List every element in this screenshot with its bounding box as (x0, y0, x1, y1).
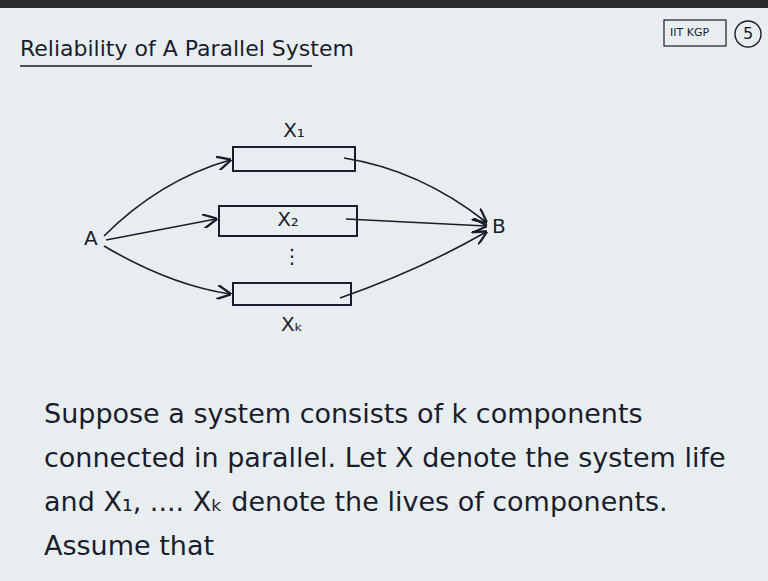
output-arrow (346, 219, 486, 226)
output-arrow (340, 232, 486, 298)
component-label: X₂ (220, 207, 356, 231)
component-box: X₁ (232, 146, 356, 172)
input-arrow (104, 246, 230, 294)
stamp-frame (664, 20, 726, 46)
title-underline (20, 65, 312, 67)
ellipsis-mark: ⋮ (282, 244, 302, 268)
component-box: X₂ (218, 205, 358, 237)
component-label: Xₖ (234, 312, 350, 336)
point-label: B (492, 214, 506, 238)
input-arrow (106, 219, 216, 240)
lecture-note: Suppose a system consists of k component… (44, 392, 744, 568)
input-arrow (104, 160, 230, 236)
output-arrow (344, 158, 486, 222)
point-label: A (84, 226, 98, 250)
slide-title: Reliability of A Parallel System (20, 36, 354, 61)
page-number: 5 (743, 24, 753, 43)
component-label: X₁ (234, 118, 354, 142)
institute-stamp: IIT KGP (670, 26, 709, 39)
component-box: Xₖ (232, 282, 352, 306)
page-circle (735, 21, 761, 47)
screen-edge (0, 0, 768, 8)
